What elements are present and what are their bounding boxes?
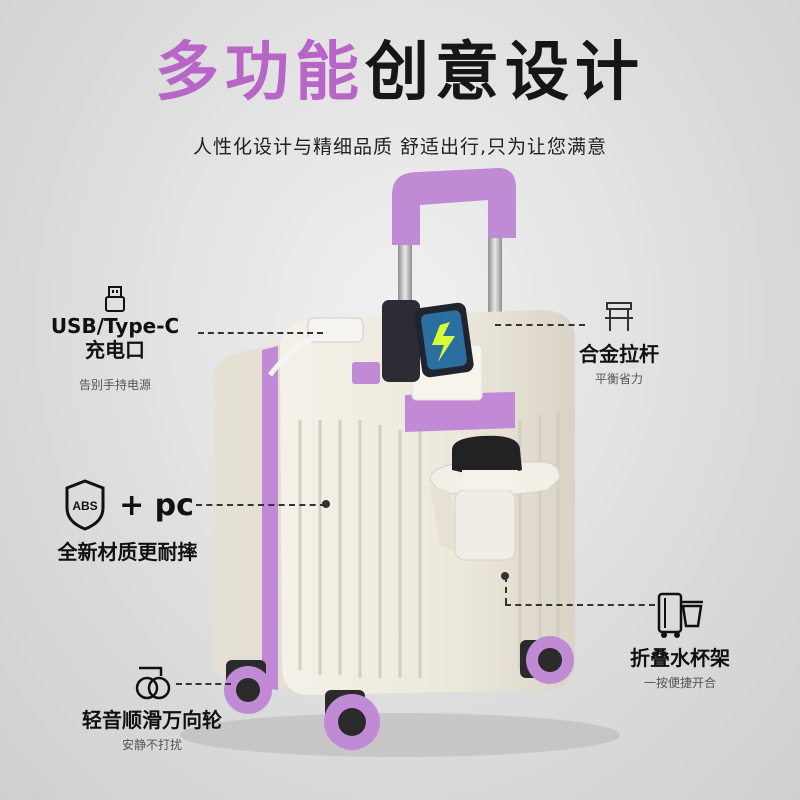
cupholder-title: 折叠水杯架 [630, 646, 730, 670]
headline-main: 创意设计 [365, 36, 645, 110]
cup-dot [501, 572, 509, 580]
material-dot [322, 500, 330, 508]
charging-cable [268, 327, 341, 377]
feature-material: ABS + pc 全新材质更耐摔 [40, 478, 215, 564]
wheels-title: 轻音顺滑万向轮 [82, 708, 222, 732]
usb-leader [198, 332, 323, 334]
suitcase-cup-icon [657, 592, 703, 638]
material-title: 全新材质更耐摔 [57, 540, 198, 564]
front-pocket-trim [405, 392, 515, 432]
usb-title-line1: USB/Type-C [50, 314, 180, 338]
cup-leader-v [505, 576, 507, 604]
cup-holder [429, 435, 561, 561]
side-trim [262, 346, 278, 690]
trolley-handle-icon [605, 302, 633, 331]
usb-icon [105, 286, 125, 312]
material-plus-pc: + pc [119, 487, 194, 523]
phone [382, 300, 474, 382]
top-accent [352, 362, 380, 384]
shell-ribs [298, 410, 560, 678]
usb-subtitle: 告别手持电源 [78, 378, 151, 392]
abs-shield-icon: ABS [65, 479, 105, 531]
feature-wheels: 轻音顺滑万向轮 安静不打扰 [62, 662, 242, 753]
handle-leader [495, 324, 585, 326]
headline: 多功能创意设计 [0, 38, 800, 108]
floor-shadow [180, 713, 620, 757]
material-leader [196, 504, 326, 506]
cupholder-subtitle: 一按便捷开合 [643, 676, 716, 690]
handle-rod-right [488, 210, 502, 340]
handle-grip [392, 168, 516, 245]
wheel-icon [135, 666, 171, 700]
cup [454, 489, 516, 561]
headline-accent: 多功能 [155, 36, 365, 110]
usb-title-line2: 充电口 [85, 338, 145, 362]
wheels [224, 636, 574, 750]
cup-leader-h [505, 604, 655, 606]
handle-title: 合金拉杆 [579, 342, 659, 366]
wheels-leader [176, 683, 231, 685]
svg-text:ABS: ABS [72, 499, 97, 513]
subheadline: 人性化设计与精细品质 舒适出行,只为让您满意 [192, 136, 608, 158]
handle-subtitle: 平衡省力 [594, 372, 643, 386]
feature-handle: 合金拉杆 平衡省力 [560, 300, 678, 387]
cup-lid [452, 435, 522, 475]
feature-usb: USB/Type-C 充电口 告别手持电源 [40, 284, 190, 393]
feature-cupholder: 折叠水杯架 一按便捷开合 [610, 590, 750, 691]
wheels-subtitle: 安静不打扰 [121, 738, 182, 752]
